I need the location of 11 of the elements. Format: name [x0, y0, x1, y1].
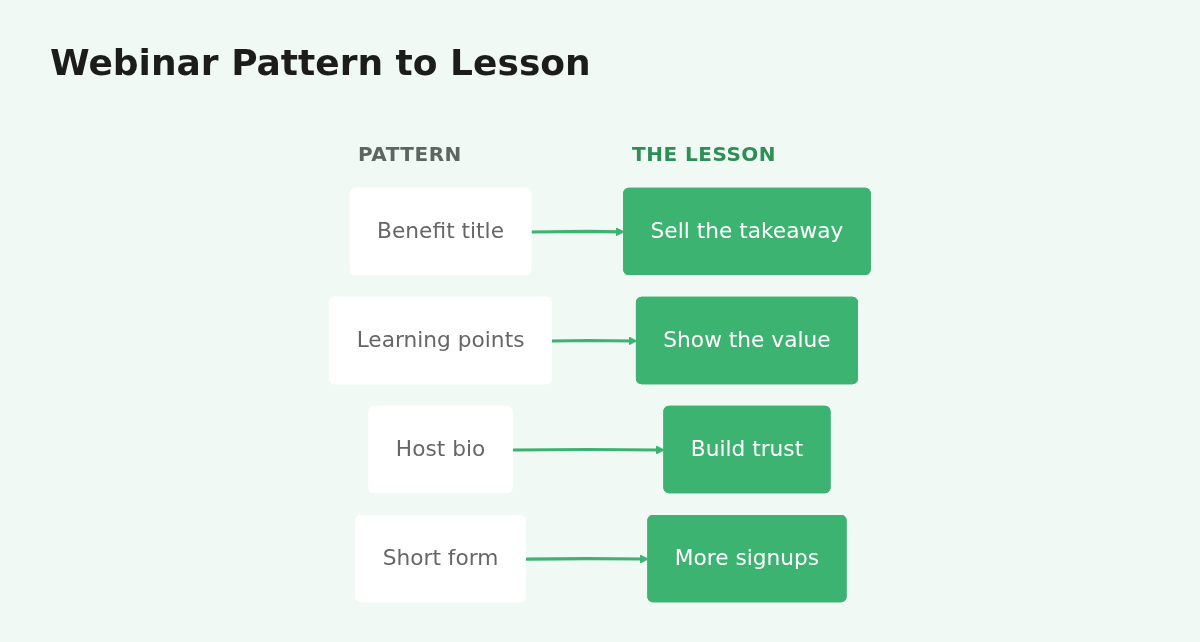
lesson-box: Build trust — [663, 405, 831, 494]
pattern-box: Short form — [355, 514, 526, 603]
column-header: PATTERN — [358, 142, 462, 166]
lesson-box: Sell the takeaway — [623, 187, 871, 276]
lesson-box: More signups — [647, 514, 847, 603]
diagram-title: Webinar Pattern to Lesson — [50, 42, 591, 83]
pattern-box: Host bio — [368, 405, 513, 494]
column-header: THE LESSON — [632, 142, 777, 166]
pattern-box: Learning points — [329, 296, 552, 385]
lesson-box: Show the value — [635, 296, 858, 385]
pattern-box: Benefit title — [349, 187, 532, 276]
